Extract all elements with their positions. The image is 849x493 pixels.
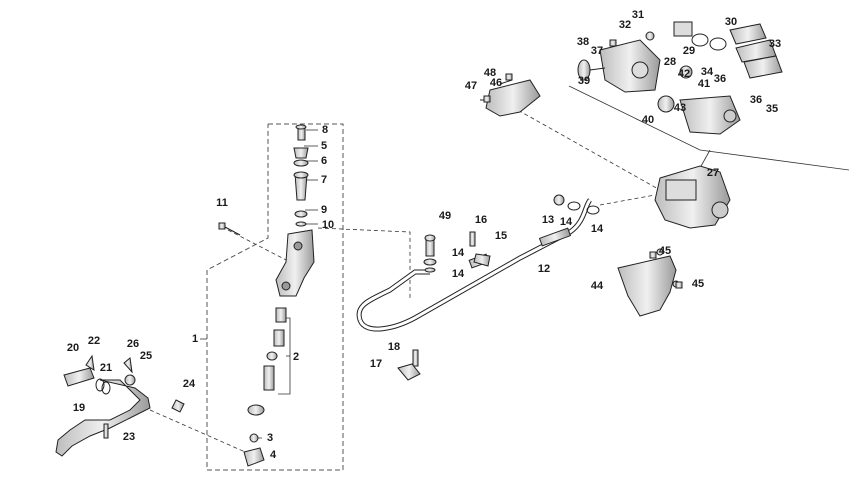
callout-21: 21 bbox=[99, 362, 113, 374]
callout-27: 27 bbox=[706, 167, 720, 179]
misc-bolts bbox=[483, 73, 683, 289]
disc-guard bbox=[617, 248, 680, 317]
callout-20: 20 bbox=[66, 342, 80, 354]
callout-36-b: 36 bbox=[749, 94, 763, 106]
callout-13: 13 bbox=[541, 214, 555, 226]
callout-46: 46 bbox=[489, 77, 503, 89]
bolt-11 bbox=[218, 222, 241, 236]
callout-18: 18 bbox=[387, 341, 401, 353]
callout-3: 3 bbox=[266, 432, 274, 444]
callout-42: 42 bbox=[677, 68, 691, 80]
callout-38: 38 bbox=[576, 36, 590, 48]
callout-45-a: 45 bbox=[658, 245, 672, 257]
callout-43: 43 bbox=[673, 102, 687, 114]
callout-31: 31 bbox=[631, 9, 645, 21]
master-cylinder bbox=[243, 124, 315, 467]
callout-14-a: 14 bbox=[451, 247, 465, 259]
callout-47: 47 bbox=[464, 80, 478, 92]
banjo-parts bbox=[423, 194, 600, 273]
callout-7: 7 bbox=[320, 174, 328, 186]
hose-clip bbox=[397, 349, 421, 381]
callout-44: 44 bbox=[590, 280, 604, 292]
callout-23: 23 bbox=[122, 431, 136, 443]
callout-8: 8 bbox=[321, 124, 329, 136]
callout-35: 35 bbox=[765, 103, 779, 115]
callout-12: 12 bbox=[537, 263, 551, 275]
callout-9: 9 bbox=[320, 204, 328, 216]
callout-39: 39 bbox=[577, 75, 591, 87]
callout-15: 15 bbox=[494, 230, 508, 242]
callout-11: 11 bbox=[216, 197, 228, 209]
callout-19: 19 bbox=[72, 402, 86, 414]
callout-22: 22 bbox=[87, 335, 101, 347]
callout-30: 30 bbox=[724, 16, 738, 28]
callout-49: 49 bbox=[438, 210, 452, 222]
callout-36-a: 36 bbox=[713, 73, 727, 85]
brake-pedal bbox=[55, 354, 185, 457]
caliper-bracket-guard bbox=[480, 79, 541, 117]
callout-1: 1 bbox=[191, 333, 199, 345]
callout-32: 32 bbox=[618, 19, 632, 31]
callout-14-d: 14 bbox=[590, 223, 604, 235]
callout-33: 33 bbox=[768, 38, 782, 50]
callout-24: 24 bbox=[182, 378, 196, 390]
callout-26: 26 bbox=[126, 338, 140, 350]
callout-14-c: 14 bbox=[559, 216, 573, 228]
callout-29: 29 bbox=[682, 45, 696, 57]
callout-2: 2 bbox=[292, 351, 300, 363]
callout-4: 4 bbox=[269, 449, 277, 461]
callout-6: 6 bbox=[320, 155, 328, 167]
callout-48: 48 bbox=[483, 67, 497, 79]
callout-34: 34 bbox=[700, 66, 714, 78]
callout-45-b: 45 bbox=[691, 278, 705, 290]
callout-28: 28 bbox=[663, 56, 677, 68]
callout-16: 16 bbox=[474, 214, 488, 226]
callout-10: 10 bbox=[321, 219, 335, 231]
callout-37: 37 bbox=[590, 45, 604, 57]
callout-17: 17 bbox=[369, 358, 383, 370]
callout-40: 40 bbox=[641, 114, 655, 126]
rear-caliper bbox=[654, 165, 731, 229]
callout-14-b: 14 bbox=[451, 268, 465, 280]
callout-41: 41 bbox=[697, 78, 711, 90]
caliper-exploded bbox=[577, 21, 783, 135]
brake-line bbox=[356, 198, 593, 332]
callout-25: 25 bbox=[139, 350, 153, 362]
callout-5: 5 bbox=[320, 140, 328, 152]
master-cylinder-kit-box bbox=[206, 123, 344, 471]
